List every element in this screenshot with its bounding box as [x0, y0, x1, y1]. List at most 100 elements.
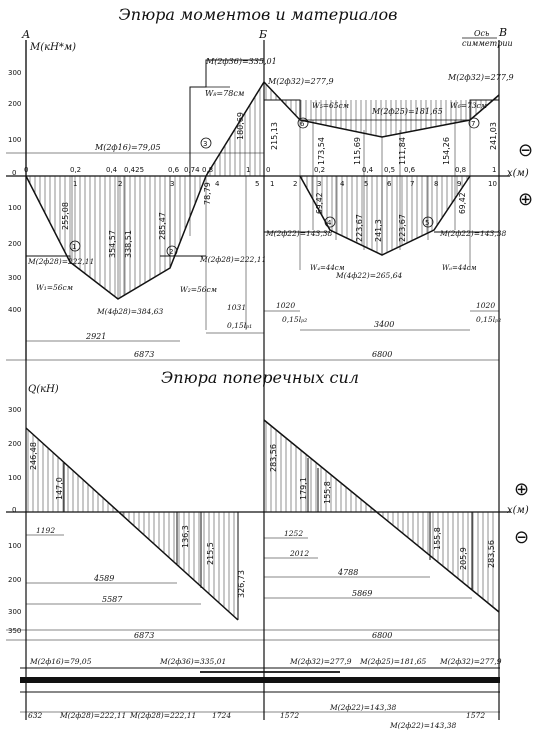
- axis-symmetry-label: Ось: [474, 29, 489, 38]
- svg-text:4: 4: [215, 180, 220, 188]
- svg-text:0: 0: [24, 166, 28, 174]
- q-axis-label: Q(кН): [28, 384, 59, 395]
- m-tick: 100: [8, 136, 21, 144]
- label-m22a: M(2ф22)=143,38: [265, 229, 332, 238]
- svg-text:4: 4: [340, 180, 345, 188]
- svg-text:0,4: 0,4: [362, 166, 374, 174]
- label-m22b: M(2ф22)=143,38: [439, 229, 506, 238]
- label-m32b: M(2ф32)=277,9: [447, 73, 514, 82]
- dim-632: 632: [28, 711, 43, 720]
- svg-text:255,08: 255,08: [61, 202, 70, 230]
- dim-1192: 1192: [36, 526, 55, 535]
- svg-text:155,8: 155,8: [433, 527, 442, 550]
- svg-text:200: 200: [8, 576, 21, 584]
- svg-text:100: 100: [8, 542, 21, 550]
- svg-text:0,8: 0,8: [455, 166, 466, 174]
- label-w1: W₁=56см: [36, 283, 73, 292]
- label-mmax1: M(4ф28)=384,63: [96, 307, 163, 316]
- svg-text:0: 0: [12, 506, 16, 514]
- axis-symmetry-label-2: симметрии: [462, 39, 513, 48]
- dim-015lp1: 0,15lₚ₁: [227, 321, 252, 330]
- label-w8: W₈=78см: [205, 89, 245, 98]
- bar-label-2: M(2ф36)=335,01: [159, 657, 226, 666]
- span2-xmarks: 0 0,2 0,4 0,5 0,6 0,8 1 1 2 3 4 5 6 7 8 …: [266, 166, 497, 188]
- dim-1252: 1252: [284, 529, 303, 538]
- span1-moment-values: 255,08 354,57 338,51 285,47 78,79 180,69: [61, 112, 245, 258]
- label-m36: M(2ф36)=335,01: [205, 57, 277, 66]
- dim-5869: 5869: [352, 589, 372, 598]
- dim-2012: 2012: [289, 549, 309, 558]
- svg-text:0: 0: [266, 166, 270, 174]
- label-m28a: M(2ф28)=222,11: [27, 257, 94, 266]
- moment-diagram-title: Эпюра моментов и материалов: [119, 5, 398, 24]
- dim-6800-q: 6800: [372, 631, 392, 640]
- svg-text:136,3: 136,3: [181, 525, 190, 548]
- shear-diagram-title: Эпюра поперечных сил: [161, 368, 359, 387]
- dim-6800: 6800: [372, 350, 392, 359]
- m-ticks: 300 200 100 0 100 200 300 400: [8, 69, 21, 314]
- dim-015lp2a: 0,15lₚ₂: [282, 315, 307, 324]
- svg-text:241,3: 241,3: [374, 219, 383, 242]
- m-tick: 200: [8, 240, 21, 248]
- svg-text:9: 9: [457, 180, 461, 188]
- svg-text:2: 2: [293, 180, 297, 188]
- m-tick: 300: [8, 69, 21, 77]
- dim-1020b: 1020: [476, 301, 495, 310]
- svg-text:0,5: 0,5: [384, 166, 395, 174]
- svg-text:154,26: 154,26: [442, 137, 451, 165]
- svg-text:205,9: 205,9: [459, 547, 468, 570]
- plus-sign: ⊕: [518, 189, 533, 210]
- label-m16: M(2ф16)=79,05: [94, 143, 161, 152]
- label-m28b: M(2ф28)=222,11: [199, 255, 266, 264]
- m-tick: 100: [8, 204, 21, 212]
- svg-text:223,67: 223,67: [398, 214, 407, 242]
- svg-text:6: 6: [387, 180, 392, 188]
- svg-text:1: 1: [246, 166, 250, 174]
- bar-layout: [20, 667, 500, 693]
- svg-text:155,8: 155,8: [323, 481, 332, 504]
- bar-label-4: M(2ф25)=181,65: [359, 657, 426, 666]
- svg-text:173,54: 173,54: [317, 137, 326, 165]
- support-c-label: В: [498, 26, 507, 39]
- svg-text:78,79: 78,79: [203, 182, 212, 205]
- svg-text:3: 3: [317, 180, 321, 188]
- svg-text:300: 300: [8, 406, 21, 414]
- shear-lines: [25, 419, 500, 621]
- svg-text:1: 1: [270, 180, 274, 188]
- svg-text:0,6: 0,6: [404, 166, 416, 174]
- svg-text:350: 350: [8, 627, 21, 635]
- dim-3400: 3400: [374, 320, 394, 329]
- label-w6: W₆=73см: [450, 101, 487, 110]
- svg-text:300: 300: [8, 608, 21, 616]
- svg-text:0,2: 0,2: [314, 166, 325, 174]
- svg-text:111,84: 111,84: [398, 137, 407, 165]
- svg-text:69,42: 69,42: [315, 192, 324, 214]
- bar-label-8: M(2ф22)=143,38: [329, 703, 396, 712]
- m-tick: 400: [8, 306, 21, 314]
- dim-6873-q: 6873: [134, 631, 154, 640]
- svg-text:147,0: 147,0: [55, 477, 64, 500]
- svg-text:5: 5: [364, 180, 368, 188]
- support-b-label: Б: [258, 28, 267, 41]
- dim-2921: 2921: [85, 332, 106, 341]
- label-w2: W₂=56см: [180, 285, 217, 294]
- m-tick: 0: [12, 169, 16, 177]
- svg-text:215,5: 215,5: [206, 542, 215, 565]
- svg-text:338,51: 338,51: [124, 230, 133, 258]
- svg-text:69,42: 69,42: [458, 192, 467, 214]
- bar-label-9: M(2ф22)=143,38: [389, 721, 456, 730]
- bar-label-6: M(2ф28)=222,11: [59, 711, 126, 720]
- dim-1724: 1724: [212, 711, 231, 720]
- svg-text:0,8: 0,8: [202, 166, 213, 174]
- svg-text:10: 10: [488, 180, 497, 188]
- shear-axes: [6, 511, 510, 631]
- span2-moment-values: 215,13 173,54 115,69 111,84 154,26 241,0…: [270, 122, 498, 242]
- svg-text:179,1: 179,1: [299, 477, 308, 500]
- svg-text:0,6: 0,6: [168, 166, 180, 174]
- svg-text:7: 7: [471, 120, 475, 128]
- svg-text:223,67: 223,67: [355, 214, 364, 242]
- svg-text:1: 1: [492, 166, 496, 174]
- label-w6b: W₆=44см: [442, 264, 477, 272]
- bar-label-3: M(2ф32)=277,9: [289, 657, 352, 666]
